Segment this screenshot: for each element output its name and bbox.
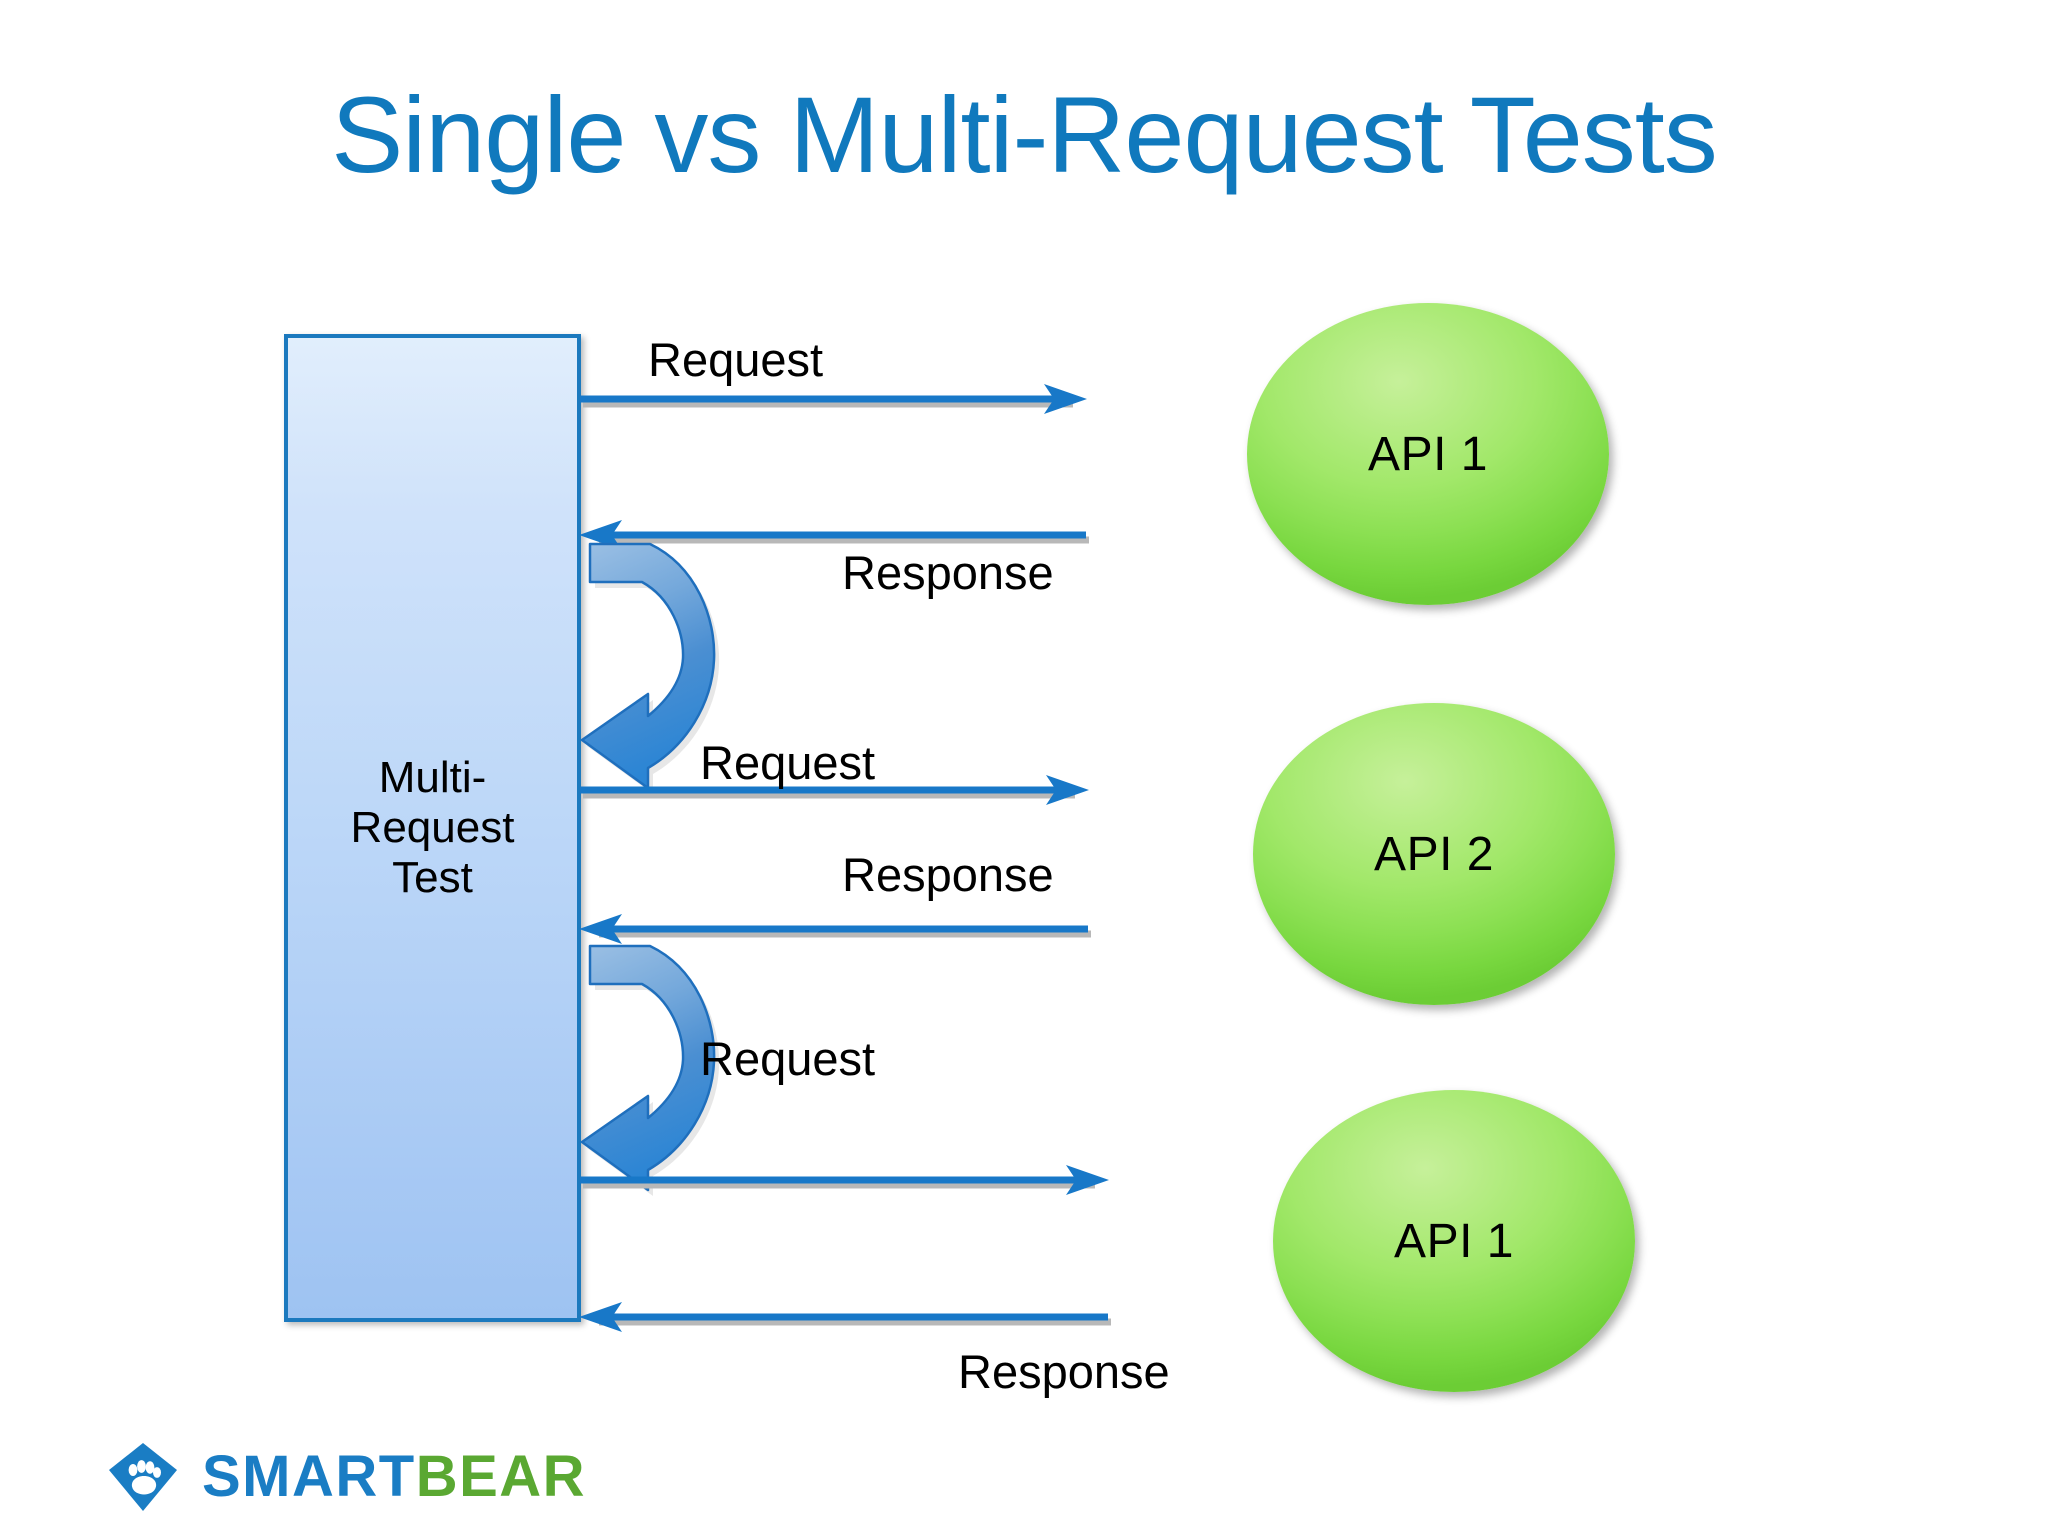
request-label-2: Request (700, 736, 876, 789)
response-arrow-2 (578, 912, 1091, 944)
request-arrow-3 (578, 1163, 1110, 1195)
multi-request-test-label: Multi- Request Test (350, 752, 515, 903)
smartbear-wordmark: SMARTBEAR (202, 1448, 586, 1506)
response-label-2: Response (842, 848, 1054, 901)
api-node-3: API 1 (1273, 1090, 1635, 1392)
smartbear-logo: SMARTBEAR (106, 1440, 586, 1514)
multi-request-test-box: Multi- Request Test (284, 334, 581, 1322)
request-label-3: Request (700, 1032, 876, 1085)
response-label-1: Response (842, 546, 1054, 599)
api-node-3-label: API 1 (1394, 1214, 1514, 1268)
api-node-1: API 1 (1247, 303, 1609, 605)
response-arrow-3 (578, 1300, 1111, 1332)
response-arrow-1 (578, 518, 1089, 550)
api-node-2-label: API 2 (1374, 827, 1494, 881)
api-node-1-label: API 1 (1368, 427, 1488, 481)
smartbear-paw-diamond-icon (106, 1440, 180, 1514)
logo-text-smart: SMART (202, 1444, 416, 1509)
api-node-2: API 2 (1253, 703, 1615, 1005)
page-title: Single vs Multi-Request Tests (331, 74, 1718, 195)
request-label-1: Request (648, 333, 824, 386)
response-label-3: Response (958, 1345, 1170, 1398)
logo-text-bear: BEAR (415, 1444, 587, 1509)
